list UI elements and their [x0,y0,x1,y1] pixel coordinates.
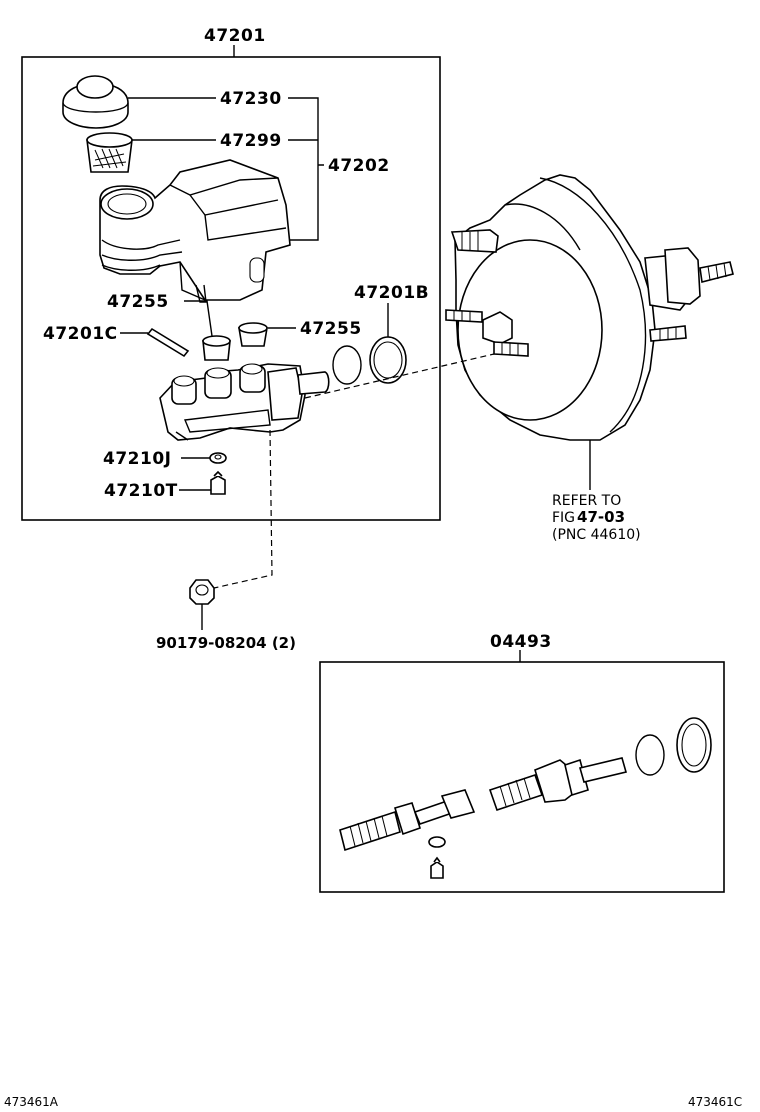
corner-code-left: 473461A [4,1095,59,1109]
kit-spring-rear [488,773,544,812]
kit-spring-front [339,810,401,852]
union-gasket [209,452,227,464]
ring-seal [369,336,407,384]
label-reservoir-subassembly: 47202 [328,156,390,176]
kit-ring-seal [676,717,712,773]
label-nut: 90179-08204 (2) [156,634,296,652]
kit-piston-rear [534,757,627,803]
booster-ref-line1: REFER TO [552,493,621,509]
master-cylinder-frame [21,56,441,521]
nut [189,579,215,605]
label-ring-seal: 47201B [354,283,429,303]
dashed-nut-alignment [213,429,273,589]
booster-ref-fig-prefix: FIG [552,510,575,526]
pin [146,327,190,358]
corner-code-right: 473461C [688,1095,742,1109]
label-grommet-right: 47255 [300,319,362,339]
kit-bleeder-plug [430,856,444,879]
grommet-right [238,322,268,347]
kit-piston-front [393,789,476,836]
dashed-booster-alignment [304,353,495,399]
bleeder-plug [210,470,226,495]
kit-gasket [428,836,446,848]
leader-bracket-reservoir [288,97,324,241]
booster-ref-fig-number: 47-03 [577,508,625,526]
repair-kit-frame [319,661,725,893]
label-master-cylinder-assembly: 47201 [204,26,266,46]
leader-grommet-left [184,300,213,337]
kit-snap-ring [635,734,665,776]
strainer [86,132,133,173]
label-grommet-left: 47255 [107,292,169,312]
label-strainer: 47299 [220,131,282,151]
booster-ref-line3: (PNC 44610) [552,527,641,543]
reservoir-cap [62,75,129,129]
label-union-gasket: 47210J [103,449,171,469]
label-bleeder-plug: 47210T [104,481,178,501]
label-reservoir-cap: 47230 [220,89,282,109]
label-pin: 47201C [43,324,118,344]
grommet-left [202,335,231,361]
snap-ring [332,345,362,385]
master-cylinder-body [159,363,330,441]
label-repair-kit: 04493 [490,632,552,652]
reservoir [99,159,291,303]
brake-booster [445,174,734,441]
